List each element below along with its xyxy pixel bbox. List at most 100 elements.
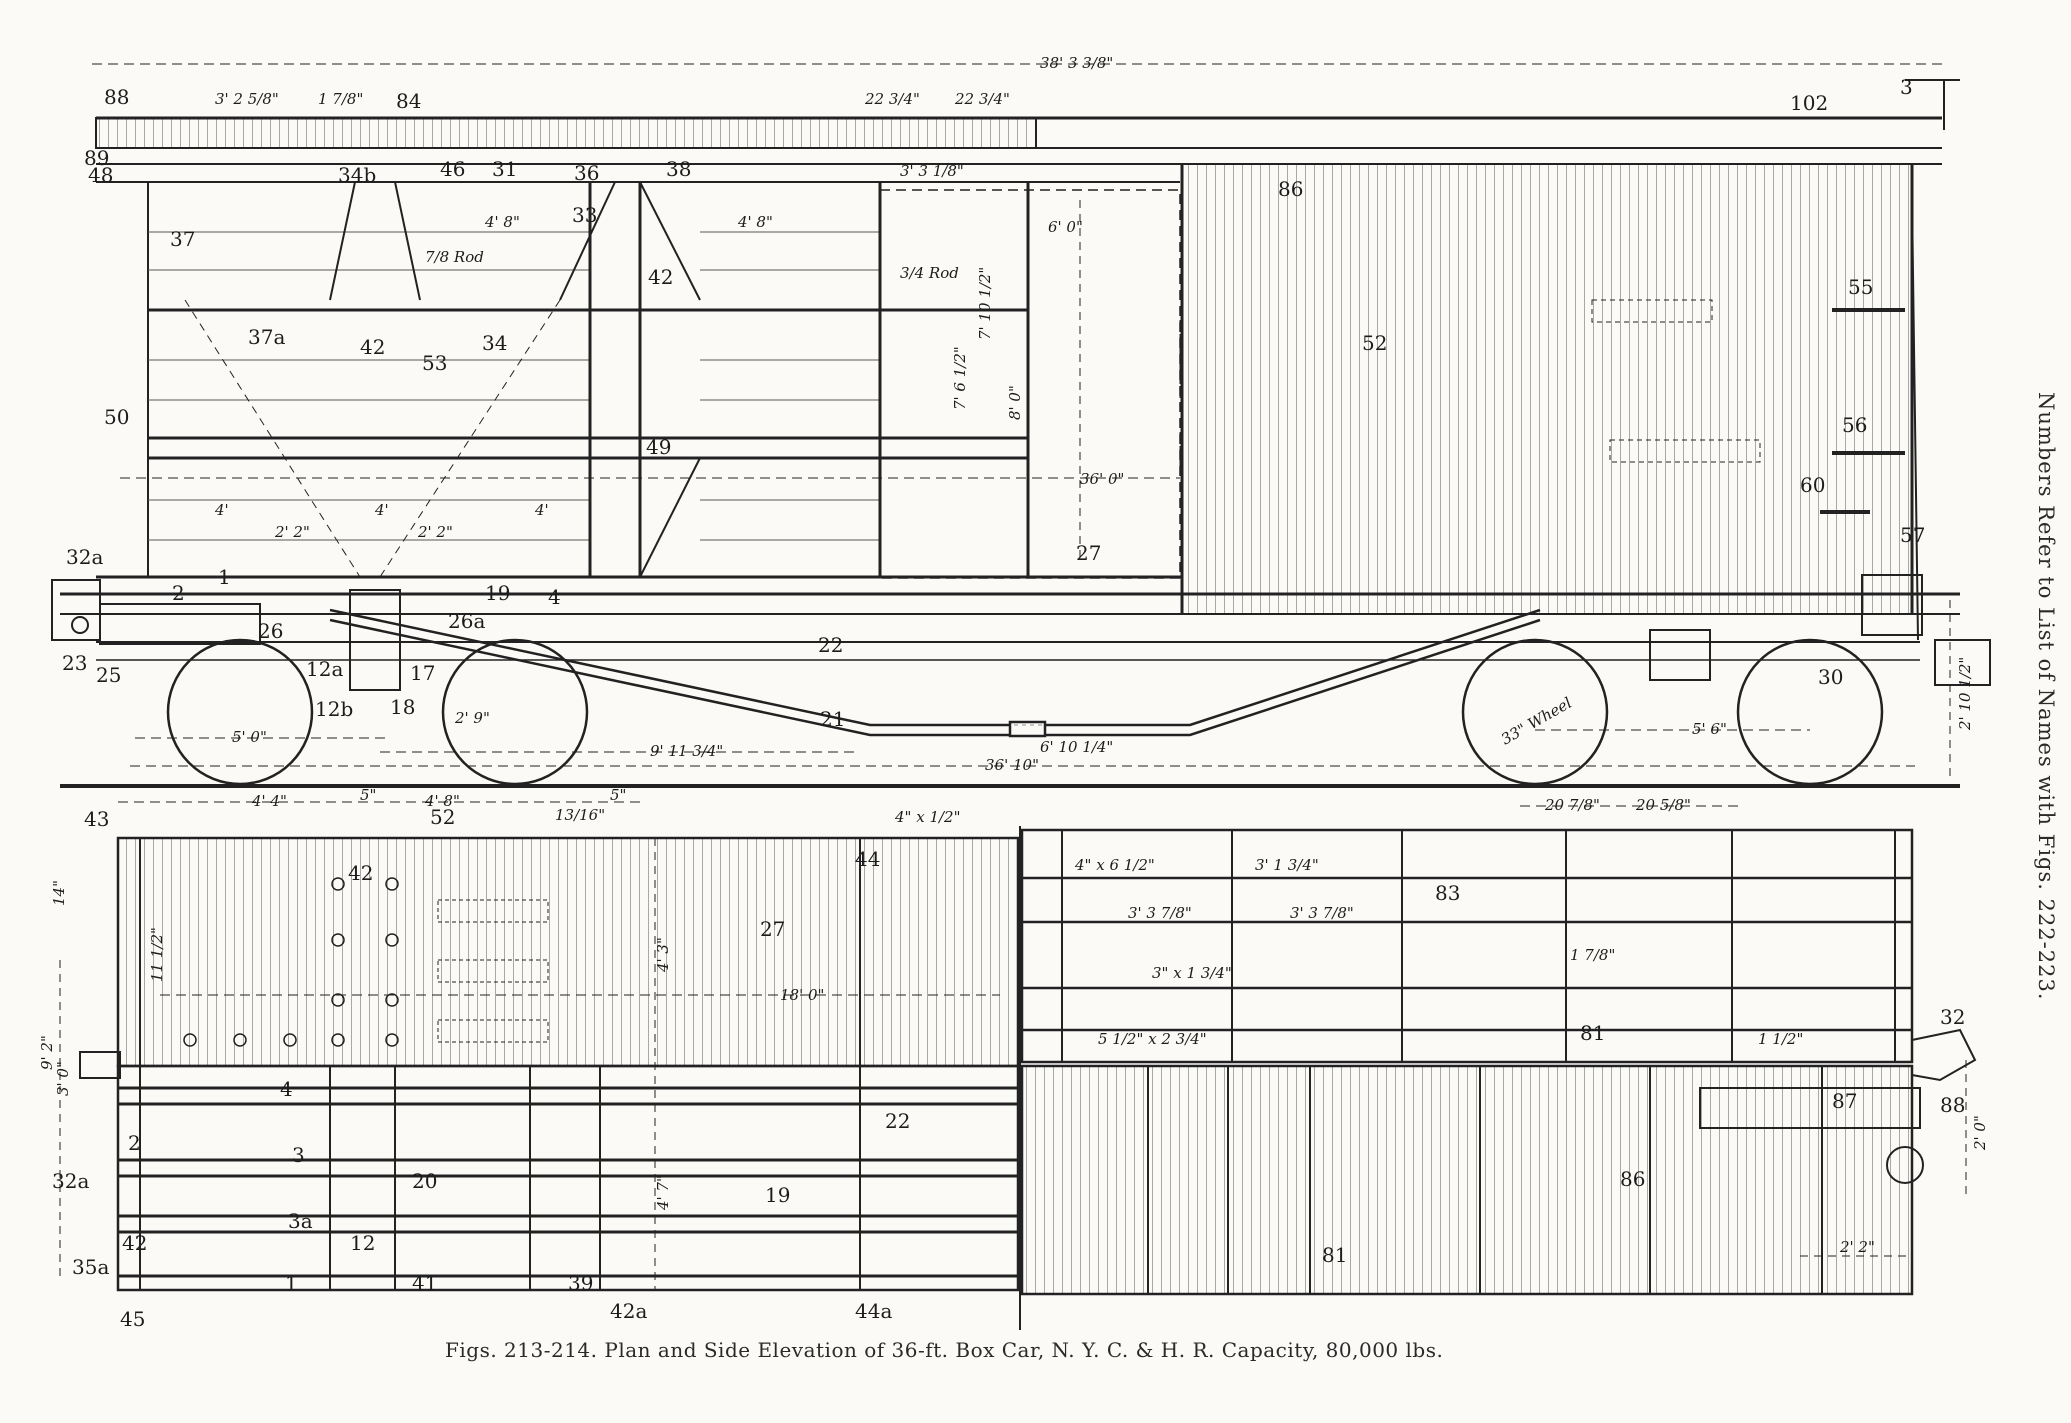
floor-plan-right [1020, 1064, 1914, 1296]
overall-length-dim: 38' 3 3/8" [1040, 54, 1113, 72]
side-irons [1820, 308, 1905, 514]
plate-dim: 3' 3 1/8" [900, 162, 964, 180]
part-number: 86 [1278, 177, 1303, 201]
part-number: 88 [1940, 1093, 1965, 1117]
carlines [1061, 830, 1896, 1062]
plan-dim: 3' 3 7/8" [1128, 904, 1192, 922]
wheel-base-dim: 5' 0" [232, 728, 267, 746]
part-number: 55 [1848, 275, 1873, 299]
plan-dim: 4" x 1/2" [894, 808, 960, 826]
wheel-label: 33" Wheel [1498, 694, 1575, 749]
part-number: 3 [1900, 75, 1913, 99]
plan-dim: 4' 8" [424, 792, 460, 810]
part-number: 41 [412, 1271, 437, 1295]
plan-dim: 3' 3 7/8" [1290, 904, 1354, 922]
truss-rods [329, 608, 1541, 738]
rod-label: 7/8 Rod [425, 248, 484, 266]
part-number: 19 [765, 1183, 790, 1207]
part-number: 20 [412, 1169, 437, 1193]
draft-gear-right [1649, 574, 1991, 686]
plan-dim: 20 7/8" [1544, 796, 1600, 814]
wheel [1736, 638, 1884, 786]
part-number: 12a [306, 657, 343, 681]
part-number: 50 [104, 405, 129, 429]
plan-dim: 3' 1 3/4" [1255, 856, 1319, 874]
part-number: 83 [1435, 881, 1460, 905]
plan-dim: 14" [50, 880, 68, 906]
part-number: 22 [885, 1109, 910, 1133]
part-number: 102 [1790, 91, 1828, 115]
part-number: 2 [128, 1131, 141, 1155]
truck-centers-dim: 9' 11 3/4" [650, 742, 723, 760]
plate-dim: 2' 2" [274, 523, 310, 541]
part-number: 46 [440, 157, 465, 181]
plate-dim: 4' [534, 501, 549, 519]
plan-dim: 4' 7" [654, 1175, 672, 1211]
door-opening-outline [879, 189, 1181, 579]
plan-dim: 18' 0" [780, 986, 824, 1004]
part-number: 81 [1580, 1021, 1605, 1045]
door-opening-dim: 6' 0" [1048, 218, 1083, 236]
part-number: 81 [1322, 1243, 1347, 1267]
part-number: 12b [315, 697, 353, 721]
part-number: 25 [96, 663, 121, 687]
plan-dim: 4' 3" [654, 937, 672, 973]
coupler-pocket-right [1699, 1087, 1921, 1129]
plate-dim: 22 3/4" [954, 90, 1010, 108]
part-number: 32 [1940, 1005, 1965, 1029]
wheel [166, 638, 314, 786]
plate-dim: 2' 9" [454, 709, 490, 727]
plan-dim: 20 5/8" [1635, 796, 1691, 814]
rail-height-dim: 2' 10 1/2" [1956, 657, 1974, 731]
part-number: 18 [390, 695, 415, 719]
part-number: 33 [572, 203, 597, 227]
plate-dim: 4' [214, 501, 229, 519]
brake-staff [1905, 79, 1960, 130]
plan-dim: 4' 4" [251, 792, 287, 810]
roof-framing-plan [1020, 828, 1914, 1064]
length-over-sills-dim: 36' 10" [985, 756, 1039, 774]
end-sill-left [117, 837, 141, 1291]
part-number: 36 [574, 161, 599, 185]
part-number: 48 [88, 163, 113, 187]
part-number: 53 [422, 351, 447, 375]
part-number: 44a [855, 1299, 892, 1323]
roof [95, 117, 1037, 149]
part-number: 37 [170, 227, 195, 251]
part-number: 42a [610, 1299, 647, 1323]
plan-dim: 5" [360, 786, 376, 804]
part-number: 30 [1818, 665, 1843, 689]
plate-dim: 22 3/4" [864, 90, 920, 108]
part-number: 42 [648, 265, 673, 289]
roof-plan-left [116, 836, 1020, 1068]
side-note: Numbers Refer to List of Names with Figs… [2034, 392, 2058, 1001]
part-number: 4 [280, 1077, 293, 1101]
part-number: 43 [84, 807, 109, 831]
part-number: 22 [818, 633, 843, 657]
part-number: 21 [820, 707, 845, 731]
part-number: 34b [338, 163, 376, 187]
height-dim: 7' 10 1/2" [976, 267, 994, 340]
plan-labels: 4' 4" 4' 8" 5" 13/16" 5" 4" x 1/2" 4' 3"… [38, 786, 1989, 1331]
part-number: 42 [122, 1231, 147, 1255]
part-number: 60 [1800, 473, 1825, 497]
part-number: 17 [410, 661, 435, 685]
height-dim: 7' 6 1/2" [951, 346, 969, 410]
part-number: 35a [72, 1255, 109, 1279]
part-number: 89 [84, 146, 109, 170]
part-number: 3 [292, 1143, 305, 1167]
plan-dim: 2' 0" [1971, 1115, 1989, 1151]
part-number: 34 [482, 331, 507, 355]
part-number: 4 [548, 585, 561, 609]
part-number: 26 [258, 619, 283, 643]
plate-dim: 4' 8" [484, 213, 520, 231]
part-number: 45 [120, 1307, 145, 1331]
brake-wheel-plan [1886, 1146, 1924, 1184]
plate-dim: 4' [374, 501, 389, 519]
diagonal-braces [184, 181, 701, 578]
part-number: 86 [1620, 1167, 1645, 1191]
turnbuckle [1008, 720, 1047, 738]
plan-dim: 3' 0" [54, 1061, 72, 1096]
draft-gear-left [51, 579, 401, 691]
